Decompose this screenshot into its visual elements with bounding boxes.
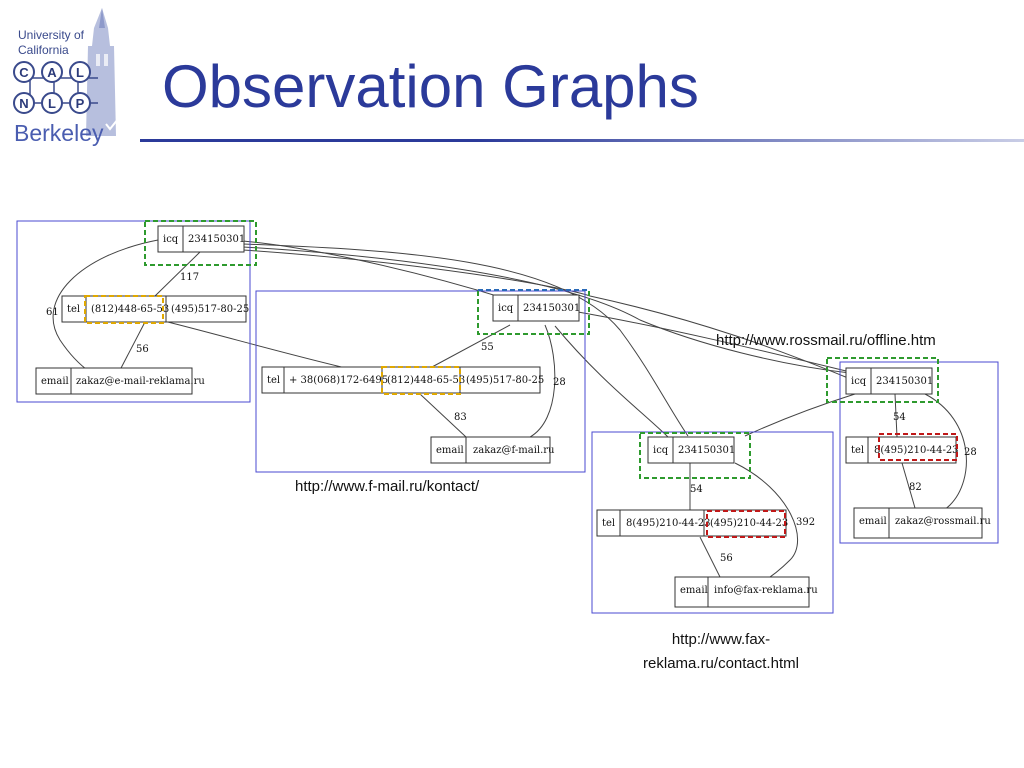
logo-circle-a: A [47,65,57,80]
berkeley-logo: C A L N L P University of California Ber… [6,6,130,148]
edge-weight-icq-email: 28 [964,447,977,458]
email-node: email zakaz@f-mail.ru [430,436,555,464]
icq-green-highlight [144,220,257,266]
tel-node: tel + 38(068)172-6495 (812)448-65-53 (49… [261,366,544,394]
logo-circle-l2: L [48,96,56,111]
edge-weight-tel-email: 56 [720,553,733,564]
icq-green-highlight [477,289,590,335]
tel-node: tel 8(495)210-44-23 (495)210-44-23 [596,509,788,537]
edge-weight-icq-tel: 55 [481,342,494,353]
tel-value-2: (495)210-44-23 [710,518,788,529]
tel-value: 8(495)210-44-23 [874,445,959,456]
tel-key: tel [267,375,280,386]
logo-circle-n: N [19,96,28,111]
icq-value: 234150301 [678,445,735,456]
edge-weight-tel-email: 56 [136,344,149,355]
logo-circle-l: L [76,65,84,80]
tel-key: tel [851,445,864,456]
tel-value-2: (812)448-65-53 [387,375,465,386]
icq-node: icq 234150301 [845,367,933,395]
graph-frame [16,220,251,403]
email-key: email [436,445,464,456]
tel-value-1: 8(495)210-44-23 [626,518,711,529]
email-value: zakaz@rossmail.ru [895,516,991,527]
edge-weight-icq-email: 28 [553,377,566,388]
email-value: info@fax-reklama.ru [714,585,818,596]
icq-value: 234150301 [876,376,933,387]
logo-circle-p: P [76,96,85,111]
graph-edges [419,324,556,438]
edge-weight-tel-email: 83 [454,412,467,423]
email-key: email [41,376,69,387]
edge-icq-to-fax-icq [242,243,689,437]
graph-e-mail-reklama: 117 56 61 icq 234150301 tel (812)448-65-… [16,220,257,403]
email-node: email info@fax-reklama.ru [674,576,818,608]
tel-node: tel (812)448-65-53 (495)517-80-25 [61,295,249,323]
icq-node: icq 234150301 [492,294,580,322]
tel-yellow-highlight [381,366,461,395]
edge-tel-to-fmail-tel [159,319,351,370]
icq-key: icq [498,303,514,314]
edge-fax-icq-to-rossmail-icq [744,393,856,437]
edge-weight-icq-email: 61 [46,307,59,318]
edge-fmail-icq-to-rossmail-icq [577,311,851,373]
email-node: email zakaz@rossmail.ru [853,507,991,539]
edge-weight-icq-tel: 54 [690,484,703,495]
graph-fax-reklama: 54 56 392 icq 234150301 tel 8(495)210-44… [591,431,834,614]
cross-graph-edges [159,240,856,438]
edge-fmail-icq-to-fax-icq [554,325,669,438]
icq-node: icq 234150301 [157,225,245,253]
icq-value: 234150301 [523,303,580,314]
edge-weight-icq-tel: 54 [893,412,906,423]
url-rossmail: http://www.rossmail.ru/offline.htm [716,332,936,349]
slide-title: Observation Graphs [162,53,699,120]
title-divider [140,139,1024,142]
campanile-tower-icon: C A L N L P [13,8,119,136]
tel-value-1: + 38(068)172-6495 [289,375,388,386]
edge-icq-to-rossmail-icq [242,246,851,374]
email-value: zakaz@f-mail.ru [473,445,555,456]
icq-node: icq 234150301 [647,436,735,464]
graph-rossmail: 54 82 28 icq 234150301 tel 8(495)210-44-… [826,357,999,544]
logo-california-text: California [18,43,69,57]
tel-key: tel [602,518,615,529]
tel-value-1: (812)448-65-53 [91,304,169,315]
graph-frame [839,361,999,544]
logo-berkeley-wordmark: Berkeley [14,120,104,146]
url-fax-reklama: http://www.fax-reklama.ru/contact.html [643,631,799,672]
tel-red-highlight [706,510,786,538]
graph-edges [52,239,201,373]
email-value: zakaz@e-mail-reklama.ru [76,376,205,387]
logo-circle-c: C [19,65,29,80]
tel-node: tel 8(495)210-44-23 [845,436,959,464]
url-f-mail: http://www.f-mail.ru/kontact/ [295,478,480,495]
graph-f-mail: 55 83 28 icq 234150301 tel + 38(068)172-… [255,289,590,473]
logo-university-text: University of [18,28,85,42]
icq-key: icq [163,234,179,245]
icq-key: icq [851,376,867,387]
email-key: email [680,585,708,596]
graph-frame [255,290,586,473]
tel-red-highlight [878,433,958,461]
edge-weight-tel-email: 82 [909,482,922,493]
edge-weight-icq-tel: 117 [180,272,199,283]
icq-green-highlight [826,357,939,403]
tel-yellow-highlight [84,295,164,324]
email-node: email zakaz@e-mail-reklama.ru [35,367,205,395]
email-key: email [859,516,887,527]
tel-value-3: (495)517-80-25 [466,375,544,386]
icq-green-highlight [639,432,751,479]
tel-key: tel [67,304,80,315]
icq-value: 234150301 [188,234,245,245]
icq-key: icq [653,445,669,456]
tel-value-2: (495)517-80-25 [171,304,249,315]
edge-weight-icq-email: 392 [796,517,815,528]
